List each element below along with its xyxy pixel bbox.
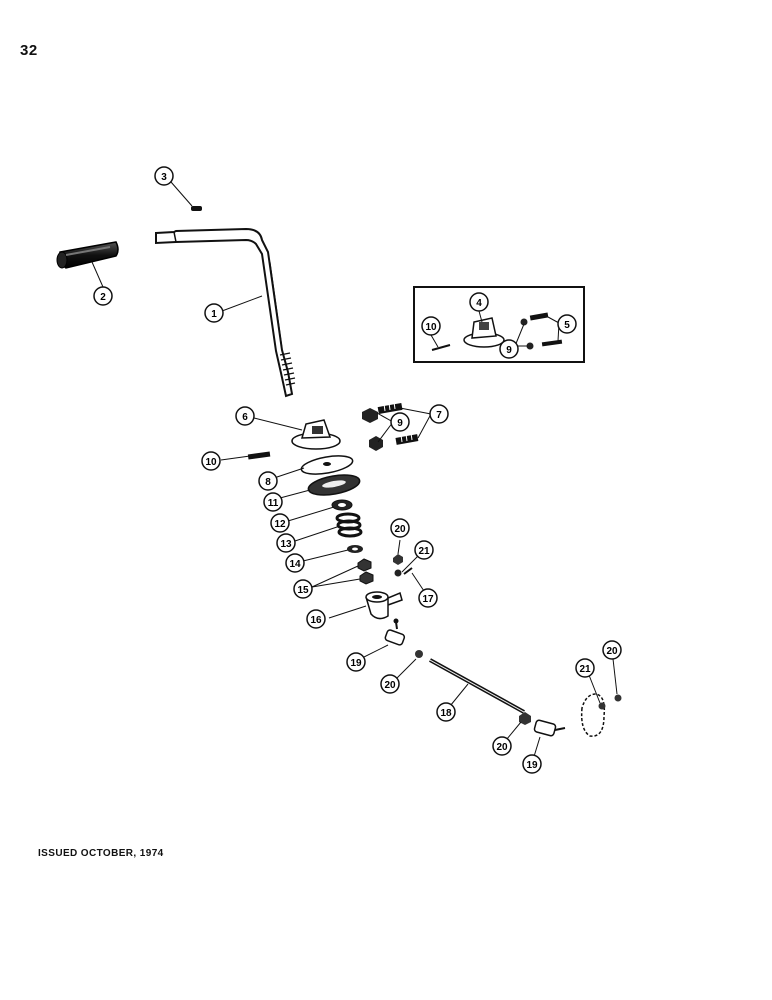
callout-7: 7 xyxy=(429,404,449,424)
callout-18: 18 xyxy=(436,702,456,722)
callout-12: 12 xyxy=(270,513,290,533)
svg-text:9: 9 xyxy=(506,345,512,356)
callout-2: 2 xyxy=(93,286,113,306)
callout-6: 6 xyxy=(235,406,255,426)
shift-knob-part xyxy=(56,241,119,269)
svg-text:7: 7 xyxy=(436,410,442,421)
callout-14: 14 xyxy=(285,553,305,573)
svg-text:10: 10 xyxy=(425,322,437,333)
ball-joint-lower xyxy=(533,719,566,737)
callout-20-lower: 20 xyxy=(492,736,512,756)
issue-date: ISSUED OCTOBER, 1974 xyxy=(38,848,164,859)
callout-20-upper: 20 xyxy=(390,518,410,538)
svg-text:6: 6 xyxy=(242,412,248,423)
callout-21-upper: 21 xyxy=(414,540,434,560)
svg-text:11: 11 xyxy=(268,498,279,509)
callout-8: 8 xyxy=(258,471,278,491)
callout-20-right: 20 xyxy=(602,640,622,660)
svg-text:15: 15 xyxy=(297,585,309,596)
small-nuts xyxy=(393,554,413,577)
lever-housing-part xyxy=(291,419,341,450)
callout-15: 15 xyxy=(293,579,313,599)
svg-text:19: 19 xyxy=(526,760,538,771)
callout-13: 13 xyxy=(276,533,296,553)
svg-text:20: 20 xyxy=(394,524,406,535)
callout-9-main: 9 xyxy=(390,412,410,432)
svg-text:19: 19 xyxy=(350,658,362,669)
svg-text:13: 13 xyxy=(280,539,292,550)
leader-lines xyxy=(91,181,618,764)
shift-lever-part xyxy=(155,227,296,398)
callout-9-inset: 9 xyxy=(499,339,519,359)
callout-20-middle: 20 xyxy=(380,674,400,694)
svg-text:10: 10 xyxy=(205,457,217,468)
svg-text:1: 1 xyxy=(211,309,217,320)
svg-text:3: 3 xyxy=(161,172,167,183)
pin-part xyxy=(191,206,202,211)
callout-17: 17 xyxy=(418,588,438,608)
callout-16: 16 xyxy=(306,609,326,629)
svg-text:17: 17 xyxy=(422,594,434,605)
spring-pin-part xyxy=(247,451,271,460)
svg-text:21: 21 xyxy=(579,664,591,675)
svg-text:4: 4 xyxy=(476,298,482,309)
collar-and-nuts xyxy=(347,545,374,585)
svg-text:9: 9 xyxy=(397,418,403,429)
svg-text:8: 8 xyxy=(265,477,271,488)
callout-4: 4 xyxy=(469,292,489,312)
nut-part-lower xyxy=(519,712,531,725)
svg-text:12: 12 xyxy=(274,519,286,530)
shifter-block-part xyxy=(365,591,403,620)
callout-10-inset: 10 xyxy=(421,316,441,336)
callout-10-main: 10 xyxy=(201,451,221,471)
washer-plates xyxy=(300,455,361,496)
nut-part xyxy=(415,650,423,658)
callout-19-upper: 19 xyxy=(346,652,366,672)
svg-text:21: 21 xyxy=(418,546,430,557)
shift-rod-part xyxy=(429,658,525,714)
ball-joint-upper xyxy=(384,618,406,646)
callout-21-right: 21 xyxy=(575,658,595,678)
svg-text:16: 16 xyxy=(310,615,322,626)
callout-3: 3 xyxy=(154,166,174,186)
page-number: 32 xyxy=(20,42,38,59)
svg-text:20: 20 xyxy=(384,680,396,691)
lever-plate-part xyxy=(580,693,622,737)
callout-5: 5 xyxy=(557,314,577,334)
callout-19-lower: 19 xyxy=(522,754,542,774)
svg-text:18: 18 xyxy=(440,708,452,719)
svg-text:2: 2 xyxy=(100,292,106,303)
svg-text:20: 20 xyxy=(606,646,618,657)
svg-text:20: 20 xyxy=(496,742,508,753)
inset-detail-box xyxy=(413,286,585,363)
callout-11: 11 xyxy=(263,492,283,512)
callout-1: 1 xyxy=(204,303,224,323)
bolts-and-nuts xyxy=(362,401,419,451)
spring-part xyxy=(335,512,363,538)
svg-text:5: 5 xyxy=(564,320,570,331)
svg-text:14: 14 xyxy=(289,559,301,570)
